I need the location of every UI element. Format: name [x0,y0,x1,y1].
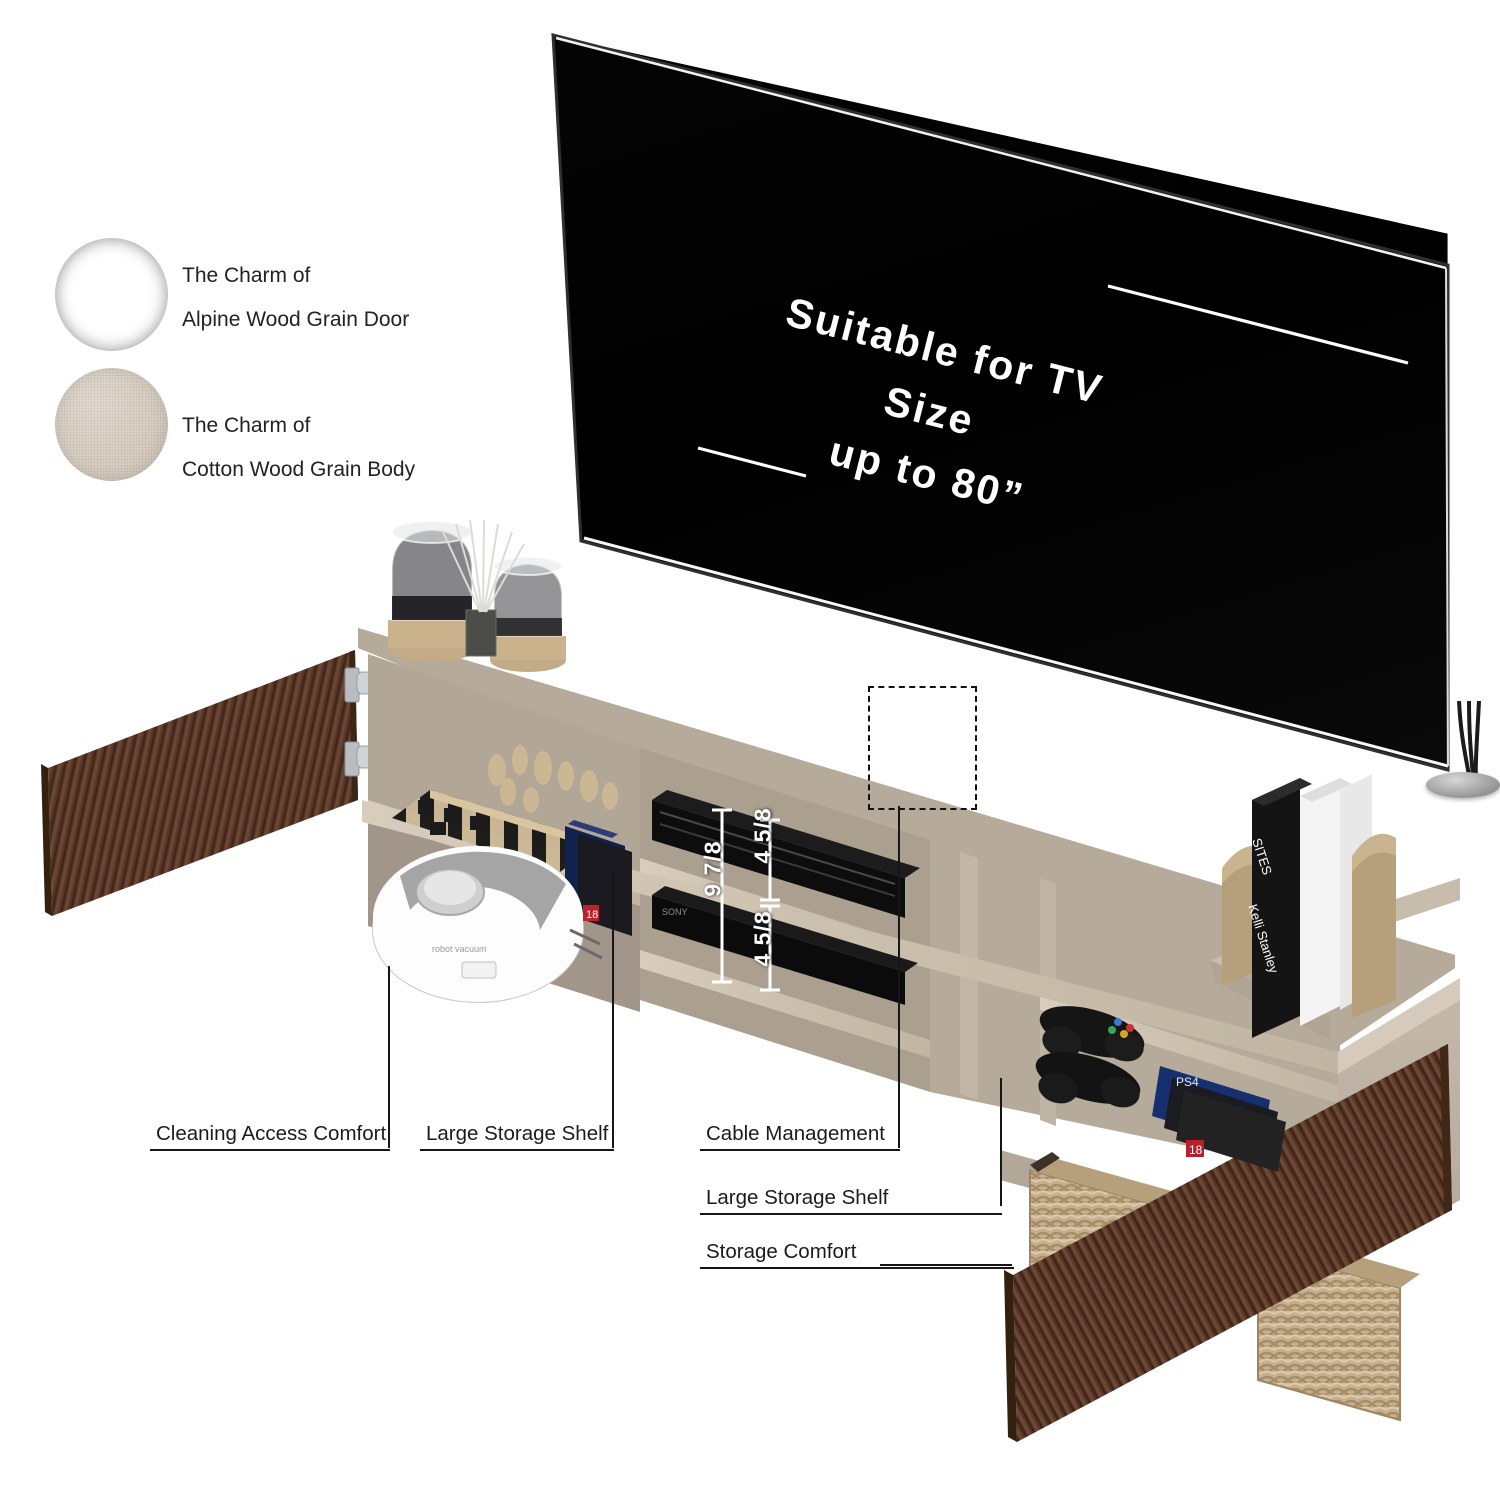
callout-label: Cleaning Access Comfort [156,1122,387,1145]
callout-large-storage-shelf-left: Large Storage Shelf [420,1122,614,1151]
callout-cable-management: Cable Management [700,1122,900,1151]
leader-large-storage-left [612,872,614,1148]
cable-management-highlight [868,686,977,810]
callout-storage-comfort: Storage Comfort [700,1240,1014,1269]
left-fluted-door [41,650,358,916]
tv-cable-grommet [1426,772,1500,798]
right-fluted-door [1004,1044,1452,1442]
leader-storage-comfort [880,1264,1012,1266]
chess-set [392,745,618,872]
svg-text:18: 18 [1189,1143,1203,1157]
legend-cotton-line2: Cotton Wood Grain Body [182,458,416,481]
callout-cleaning-access-comfort: Cleaning Access Comfort [150,1122,390,1151]
cotton-wood-grain-swatch [55,368,168,481]
dimension-lower-shelf: 4 5/8 [749,910,776,967]
robot-vacuum: robot vacuum [372,846,603,1003]
dimension-upper-shelf: 4 5/8 [749,807,776,864]
callout-large-storage-shelf-right: Large Storage Shelf [700,1186,1002,1215]
legend-cotton-line1: The Charm of [182,414,311,437]
svg-text:18: 18 [586,909,598,921]
leader-large-storage-right [1000,1078,1002,1206]
callout-label: Storage Comfort [706,1240,857,1263]
reed-diffuser [441,519,525,657]
game-controllers [1035,1006,1145,1108]
books-with-bookends: SITES Kelli Stanley [1222,774,1396,1038]
leader-cable-management [898,806,900,1148]
television: Suitable for TV Size up to 80” [548,18,1500,808]
leader-cleaning-access [388,966,390,1148]
dimension-total-height: 9 7/8 [699,840,726,897]
dimension-lines [712,808,780,992]
svg-text:PS4: PS4 [1176,1075,1199,1089]
callout-label: Cable Management [706,1122,885,1145]
decor-vases [388,519,566,672]
svg-text:robot vacuum: robot vacuum [432,944,487,954]
game-cases-right: PS4 18 [1152,1066,1286,1172]
callout-label: Large Storage Shelf [706,1186,889,1209]
legend-alpine-line1: The Charm of [182,264,311,287]
tv-bezel-highlights [548,18,1453,808]
tv-stand-neck [1453,700,1481,788]
legend-alpine-line2: Alpine Wood Grain Door [182,308,410,331]
game-console [652,790,920,918]
callout-label: Large Storage Shelf [426,1122,609,1145]
blu-ray-player: SONY [652,886,918,1005]
svg-text:SONY: SONY [662,907,688,917]
